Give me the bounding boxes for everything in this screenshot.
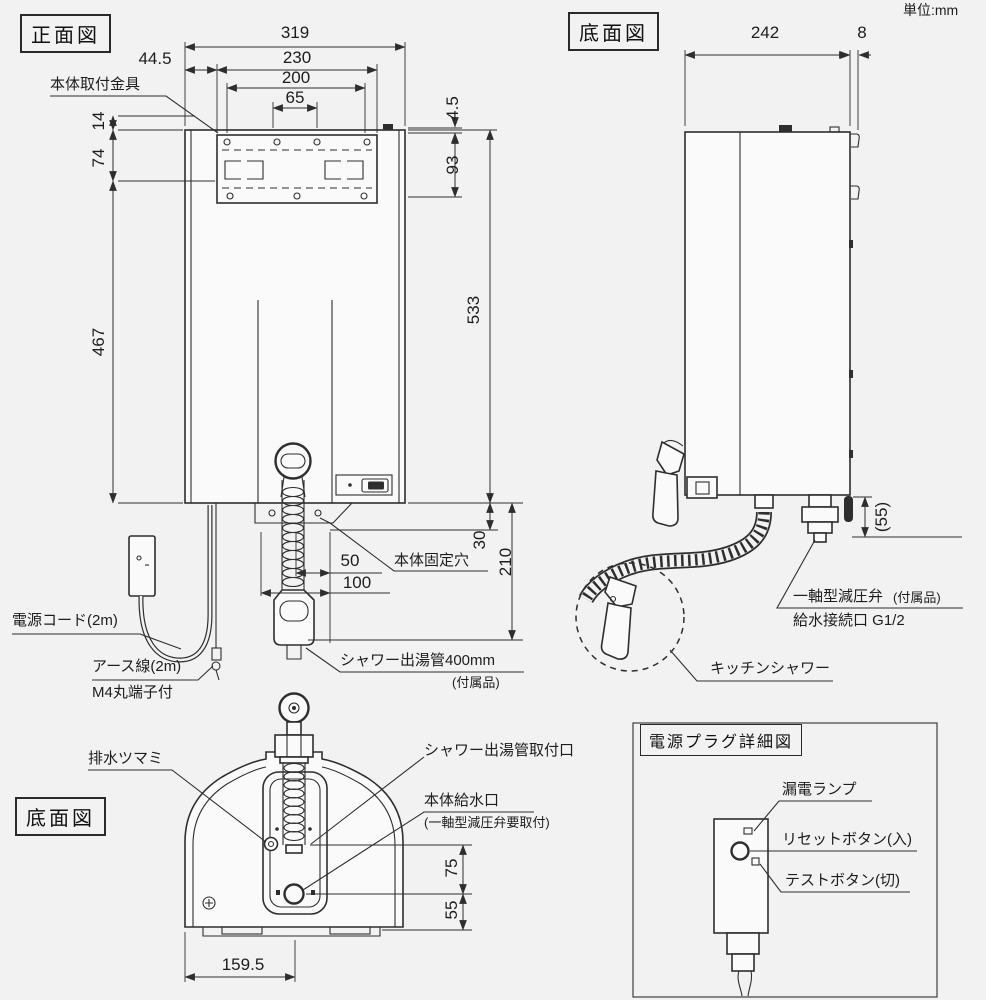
label-fixing-hole: 本体固定穴 — [394, 552, 470, 569]
front-view-drawing — [12, 42, 524, 681]
dim-55: 55 — [442, 900, 462, 920]
dim-65: 65 — [285, 88, 305, 108]
dim-242: 242 — [750, 23, 780, 43]
label-water-inlet-note: (一軸型減圧弁要取付) — [424, 815, 550, 830]
bottom-extension-lines — [184, 844, 472, 982]
front-extension-lines — [118, 42, 523, 643]
control-panel-front — [335, 474, 393, 496]
dim-30: 30 — [470, 530, 490, 550]
pressure-valve — [801, 494, 853, 543]
label-mounting-bracket: 本体取付金具 — [50, 76, 141, 93]
label-test-button: テストボタン(切) — [785, 872, 900, 889]
bottom-view-title: 底面図 — [15, 797, 106, 836]
front-leader-lines — [12, 95, 524, 681]
dim-55-paren: (55) — [872, 501, 892, 533]
dim-100: 100 — [342, 573, 372, 593]
dim-230: 230 — [282, 48, 312, 68]
label-water-inlet-bottom: 本体給水口 — [424, 792, 500, 809]
label-reset-button: リセットボタン(入) — [782, 831, 912, 848]
side-view-title: 底面図 — [568, 12, 659, 51]
label-pressure-valve-note: (付属品) — [893, 590, 941, 605]
side-leader-lines — [669, 539, 963, 682]
plug-detail-title: 電源プラグ詳細図 — [640, 724, 803, 756]
leak-lamp — [743, 827, 753, 835]
front-view-title: 正面図 — [20, 14, 111, 53]
dim-14: 14 — [89, 111, 109, 131]
label-leak-lamp: 漏電ランプ — [782, 781, 857, 798]
top-vent-cap — [383, 124, 393, 130]
shower-head-front — [273, 589, 315, 646]
shower-pipe-front — [254, 442, 353, 660]
label-shower-pipe: シャワー出湯管400mm — [340, 652, 496, 669]
drain-knob — [263, 836, 279, 852]
dim-74: 74 — [89, 148, 109, 168]
dim-75: 75 — [442, 858, 462, 878]
flexible-hose — [578, 494, 774, 604]
units-note: 単位:mm — [903, 2, 959, 18]
dim-200: 200 — [281, 68, 311, 88]
plug-detail-drawing — [632, 722, 938, 998]
dim-50: 50 — [340, 551, 360, 571]
dim-467: 467 — [89, 327, 109, 357]
shower-pipe-bottom — [274, 692, 314, 854]
dim-8: 8 — [857, 23, 867, 43]
bottom-screw — [202, 896, 216, 910]
mounting-bracket — [216, 134, 378, 204]
front-dim-lines — [109, 43, 516, 641]
label-earth-terminal: M4丸端子付 — [92, 684, 173, 701]
dim-93: 93 — [443, 155, 463, 175]
dim-44-5: 44.5 — [138, 49, 172, 69]
dim-159-5: 159.5 — [221, 955, 265, 975]
plug-leader-lines — [750, 800, 917, 893]
side-extension-lines — [684, 50, 962, 538]
dim-533: 533 — [464, 295, 484, 325]
reset-button — [730, 841, 750, 861]
label-shower-pipe-note: (付属品) — [452, 675, 500, 690]
side-dim-lines — [684, 51, 871, 538]
power-plug-front — [128, 503, 222, 681]
label-water-inlet-side: 給水接続口 G1/2 — [793, 612, 905, 629]
label-kitchen-shower: キッチンシャワー — [710, 660, 831, 677]
test-button — [751, 857, 760, 866]
label-pipe-port: シャワー出湯管取付口 — [424, 742, 575, 759]
dim-319: 319 — [280, 23, 310, 43]
label-pressure-valve: 一軸型減圧弁 — [793, 588, 884, 605]
label-earth-wire: アース線(2m) — [92, 658, 182, 675]
control-panel-side — [686, 476, 718, 499]
label-drain-knob: 排水ツマミ — [88, 750, 164, 767]
dim-4-5: 4.5 — [443, 96, 463, 120]
label-power-cord: 電源コード(2m) — [12, 612, 118, 629]
bottom-view-drawing — [88, 692, 534, 982]
dim-210: 210 — [496, 547, 516, 577]
shower-head-on-hook — [652, 439, 685, 527]
water-inlet-port — [283, 883, 305, 905]
bottom-leader-lines — [88, 756, 534, 891]
side-view-drawing — [575, 50, 963, 682]
bottom-dim-lines — [184, 844, 467, 981]
kitchen-shower-head — [575, 562, 685, 672]
